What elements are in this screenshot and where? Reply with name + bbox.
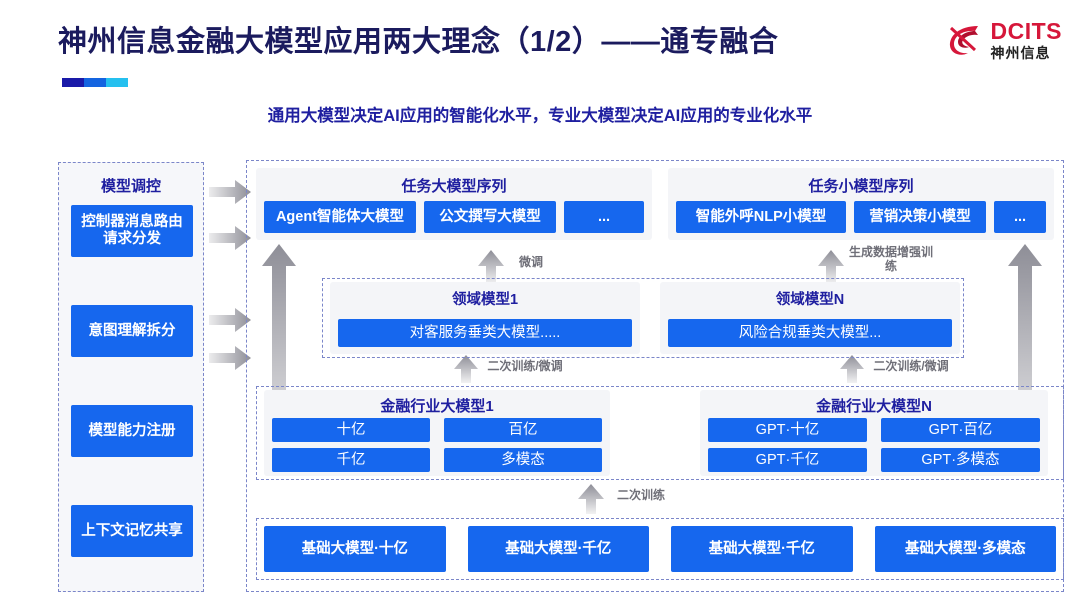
dcits-logo: DCITS 神州信息 (945, 20, 1063, 60)
arrow-label-retrain-left: 二次训练/微调 (487, 359, 563, 373)
up-arrow-tall-left (262, 244, 296, 476)
arrow-label-fine-tune: 微调 (518, 255, 543, 269)
logo-en-text: DCITS (990, 18, 1062, 44)
connector-arrow-right-2 (209, 226, 251, 250)
page-title: 神州信息金融大模型应用两大理念（1/2）——通专融合 (58, 26, 779, 58)
task-panel-large-models: 任务大模型序列 Agent智能体大模型 公文撰写大模型 ... (256, 168, 652, 240)
up-arrow-retrain-right (840, 355, 864, 383)
arrow-label-retrain-right: 二次训练/微调 (873, 359, 949, 373)
base-item-multimodal[interactable]: 基础大模型·多模态 (874, 526, 1056, 572)
sidebar-item-intent-understanding[interactable]: 意图理解拆分 (71, 305, 193, 357)
base-layer-items: 基础大模型·十亿 基础大模型·千亿 基础大模型·千亿 基础大模型·多模态 (264, 526, 1056, 572)
up-arrow-retrain-base (578, 484, 604, 514)
connector-arrow-right-1 (209, 180, 251, 204)
sidebar-model-control: 模型调控 控制器消息路由请求分发 意图理解拆分 模型能力注册 上下文记忆共享 (58, 162, 204, 592)
sidebar-item-capability-registry[interactable]: 模型能力注册 (71, 405, 193, 457)
task-item-marketing-decision-model[interactable]: 营销决策小模型 (854, 201, 986, 233)
industry-item-right-gpt-hundred-billion[interactable]: GPT·千亿 (708, 448, 867, 472)
domain-panel-1: 领域模型1 对客服务垂类大模型..... (330, 282, 640, 354)
task-panel-left-header: 任务大模型序列 (401, 178, 507, 195)
logo-text: DCITS 神州信息 (990, 18, 1063, 61)
task-item-outbound-nlp-model[interactable]: 智能外呼NLP小模型 (676, 201, 846, 233)
industry-item-right-gpt-billion[interactable]: GPT·十亿 (708, 418, 867, 442)
industry-layer-container (256, 386, 1064, 480)
logo-swirl-icon (945, 20, 985, 60)
task-item-more-left[interactable]: ... (564, 201, 644, 233)
domain-panel-n-header: 领域模型N (775, 292, 845, 308)
industry-item-left-hundred-billion[interactable]: 千亿 (272, 448, 430, 472)
task-item-more-right[interactable]: ... (994, 201, 1046, 233)
up-arrow-tall-right (1008, 244, 1042, 476)
up-arrow-fine-tune (478, 250, 504, 284)
base-layer-container (256, 518, 1064, 580)
industry-item-right-gpt-ten-billion[interactable]: GPT·百亿 (881, 418, 1040, 442)
up-arrow-data-aug (818, 250, 844, 284)
domain-item-risk-compliance[interactable]: 风险合规垂类大模型... (668, 319, 952, 347)
accent-bar (62, 78, 128, 87)
accent-segment-1 (62, 78, 84, 87)
accent-segment-3 (106, 78, 128, 87)
industry-panel-1: 金融行业大模型1 十亿 百亿 千亿 多模态 (264, 390, 610, 476)
accent-segment-2 (84, 78, 106, 87)
base-item-hundred-billion-1[interactable]: 基础大模型·千亿 (467, 526, 649, 572)
architecture-container (246, 160, 1064, 592)
industry-panel-1-header: 金融行业大模型1 (380, 398, 494, 415)
sidebar-title: 模型调控 (100, 178, 161, 195)
domain-panel-1-header: 领域模型1 (451, 292, 519, 308)
connector-arrow-right-4 (209, 346, 251, 370)
connector-arrow-right-3 (209, 308, 251, 332)
task-item-agent-model[interactable]: Agent智能体大模型 (264, 201, 416, 233)
industry-panel-n-items: GPT·十亿 GPT·百亿 GPT·千亿 GPT·多模态 (708, 418, 1040, 472)
arrow-label-data-aug: 生成数据增强训练 (848, 245, 933, 273)
industry-item-left-ten-billion[interactable]: 百亿 (444, 418, 602, 442)
industry-item-left-billion[interactable]: 十亿 (272, 418, 430, 442)
up-arrow-retrain-left (454, 355, 478, 383)
domain-layer-container (322, 278, 964, 358)
task-panel-small-models: 任务小模型序列 智能外呼NLP小模型 营销决策小模型 ... (668, 168, 1054, 240)
industry-panel-n-header: 金融行业大模型N (816, 398, 932, 415)
arrow-label-retrain-base: 二次训练 (616, 488, 665, 502)
task-panel-right-header: 任务小模型序列 (808, 178, 914, 195)
base-item-hundred-billion-2[interactable]: 基础大模型·千亿 (671, 526, 853, 572)
industry-panel-n: 金融行业大模型N GPT·十亿 GPT·百亿 GPT·千亿 GPT·多模态 (700, 390, 1048, 476)
base-item-billion[interactable]: 基础大模型·十亿 (264, 526, 446, 572)
task-item-doc-writing-model[interactable]: 公文撰写大模型 (424, 201, 556, 233)
task-panel-right-items: 智能外呼NLP小模型 营销决策小模型 ... (676, 201, 1046, 233)
domain-item-customer-service[interactable]: 对客服务垂类大模型..... (338, 319, 632, 347)
sidebar-item-controller-routing[interactable]: 控制器消息路由请求分发 (71, 205, 193, 257)
logo-cn-text: 神州信息 (990, 45, 1051, 61)
page-subtitle: 通用大模型决定AI应用的智能化水平，专业大模型决定AI应用的专业化水平 (267, 107, 813, 125)
industry-item-right-gpt-multimodal[interactable]: GPT·多模态 (881, 448, 1040, 472)
domain-panel-n: 领域模型N 风险合规垂类大模型... (660, 282, 960, 354)
industry-panel-1-items: 十亿 百亿 千亿 多模态 (272, 418, 602, 472)
task-panel-left-items: Agent智能体大模型 公文撰写大模型 ... (264, 201, 644, 233)
industry-item-left-multimodal[interactable]: 多模态 (444, 448, 602, 472)
sidebar-item-context-memory[interactable]: 上下文记忆共享 (71, 505, 193, 557)
